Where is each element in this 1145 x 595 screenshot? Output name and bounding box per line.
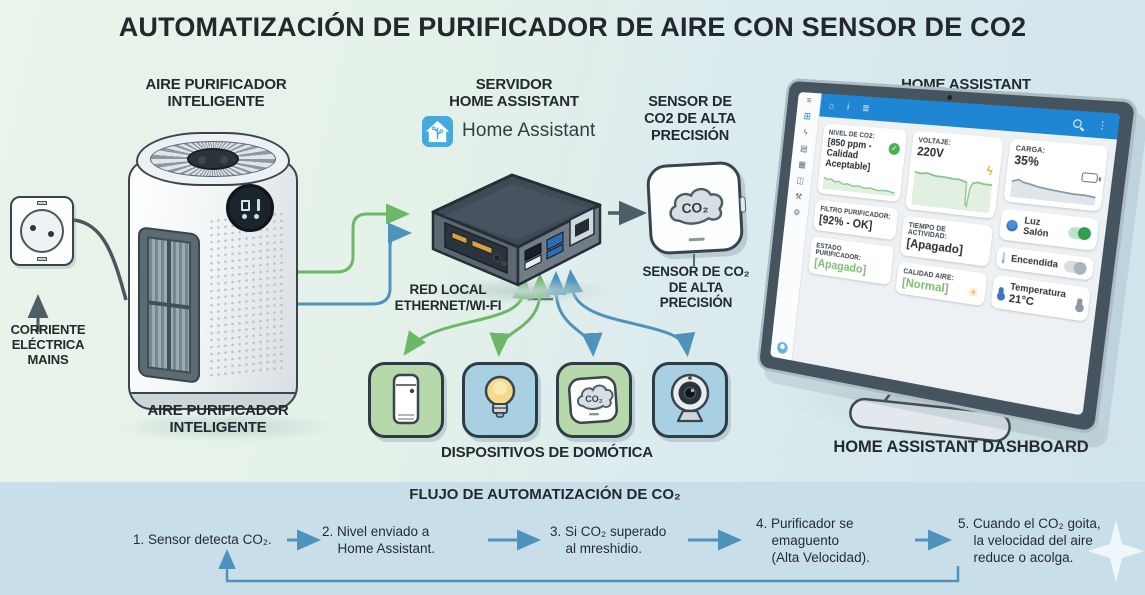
outlet-label: CORRIENTE ELÉCTRICA MAINS — [10, 322, 86, 368]
search-icon[interactable] — [1072, 119, 1082, 129]
bulb-icon — [1005, 219, 1019, 232]
mini-purifier-icon — [392, 373, 420, 425]
card-value: [850 ppm - Calidad Aceptable] — [824, 137, 873, 174]
card-uptime: TIEMPO DE ACTIVIDAD: [Apagado] — [899, 215, 994, 267]
purifier-perforation — [208, 209, 286, 381]
tile-smart-bulb — [462, 362, 538, 438]
cloud-co2-icon: CO₂ — [669, 187, 724, 225]
co2-sensor-device: CO₂ — [645, 160, 747, 256]
webcam-dot-icon — [947, 94, 953, 101]
sensor-label-top: SENSOR DE CO2 DE ALTA PRECISIÓN — [644, 94, 736, 144]
camera-icon — [670, 373, 710, 423]
power-icon — [1001, 252, 1006, 264]
overview-grid-icon[interactable]: ⊞ — [803, 111, 812, 123]
flow-step-4: 4. Purificador se emaguento (Alta Veloci… — [756, 516, 870, 566]
flow-title: FLUJO DE AUTOMATIZACIÓN DE CO₂ — [409, 486, 681, 503]
tile-co2-sensor: CO₂ — [556, 362, 632, 438]
row-label: Luz Salón — [1022, 215, 1050, 240]
sensor-label-bottom: SENSOR DE CO₂ DE ALTA PRECISIÓN — [642, 264, 750, 311]
row-light: Luz Salón — [998, 208, 1100, 252]
flow-step-1: 1. Sensor detecta CO₂. — [133, 532, 272, 547]
info-icon[interactable]: i — [846, 101, 850, 113]
purifier-filter-panel — [138, 226, 200, 384]
usb-port-icon — [524, 242, 542, 262]
card-voltage: VOLTAJE: 220V ϟ — [904, 130, 1004, 220]
addons-icon[interactable]: ◫ — [796, 175, 805, 186]
row-temperature: Temperatura 21°C — [990, 275, 1091, 323]
sensor-side-button — [739, 196, 747, 213]
row-label: Temperatura 21°C — [1008, 281, 1067, 309]
home-assistant-brand: Home Assistant — [422, 114, 622, 148]
air-purifier — [128, 132, 298, 432]
voltage-sparkline — [911, 161, 994, 214]
devices-label: DISPOSITIVOS DE DOMÓTICA — [441, 444, 653, 461]
power-outlet — [10, 196, 74, 266]
fan-grille-icon — [150, 141, 276, 177]
home-icon[interactable]: ⌂ — [828, 100, 835, 112]
logbook-icon[interactable]: ▤ — [799, 143, 808, 154]
dashboard-screen: ≡ ⊞ ϟ ▤ ▦ ◫ ⚒ ⚙ ⌂ i ≣ — [770, 91, 1121, 416]
battery-icon — [1081, 172, 1099, 184]
card-load: CARGA: 35% — [1003, 138, 1109, 213]
toggle-on[interactable] — [1067, 226, 1092, 241]
home-assistant-server — [431, 173, 602, 287]
usb-port-icon — [451, 231, 468, 245]
toggle-off[interactable] — [1063, 260, 1088, 275]
svg-text:CO₂: CO₂ — [681, 199, 709, 216]
temperature-value: 21°C — [1008, 292, 1035, 309]
tile-mini-purifier — [368, 362, 444, 438]
user-avatar[interactable] — [775, 340, 788, 355]
home-assistant-brand-text: Home Assistant — [462, 120, 596, 141]
monitor-bezel: ≡ ⊞ ϟ ▤ ▦ ◫ ⚒ ⚙ ⌂ i ≣ — [756, 77, 1139, 436]
outlet-hole — [48, 231, 54, 237]
card-purifier-state: ESTADO PURIFICADOR: [Apagado] — [808, 236, 895, 286]
light-bulb-icon — [484, 375, 516, 418]
more-options-icon[interactable]: ⋮ — [1096, 119, 1109, 132]
outlet-hole — [30, 225, 36, 231]
network-label: RED LOCAL ETHERNET/WI-FI — [394, 282, 502, 313]
media-icon[interactable]: ▦ — [797, 159, 807, 170]
dashboard-cards: NIVEL DE CO2: [850 ppm - Calidad Aceptab… — [792, 116, 1117, 415]
card-co2-level: NIVEL DE CO2: [850 ppm - Calidad Aceptab… — [816, 123, 908, 202]
usb-port-icon — [471, 239, 493, 255]
history-icon[interactable]: ≣ — [861, 102, 871, 114]
power-button-icon — [493, 254, 501, 262]
page-title: AUTOMATIZACIÓN DE PURIFICADOR DE AIRE CO… — [118, 12, 1027, 42]
row-power: Encendida — [995, 246, 1095, 281]
purifier-base — [130, 392, 296, 408]
tile-camera — [652, 362, 728, 438]
server-label: SERVIDOR HOME ASSISTANT — [449, 76, 579, 111]
home-assistant-logo-icon — [422, 115, 453, 147]
dashboard-main: ⌂ i ≣ ⋮ NIVEL DE CO2: [850 ppm - Calidad… — [792, 93, 1121, 415]
mini-co2-sensor-icon: CO₂ — [568, 375, 618, 425]
monitor: ≡ ⊞ ϟ ▤ ▦ ◫ ⚒ ⚙ ⌂ i ≣ — [756, 77, 1139, 436]
flow-step-5: 5. Cuando el CO₂ goita, la velocidad del… — [958, 516, 1101, 566]
flow-step-2: 2. Nivel enviado a Home Assistant. — [322, 524, 436, 557]
purifier-top-cap — [136, 132, 290, 186]
outlet-socket — [20, 209, 64, 253]
co2-sparkline — [822, 172, 897, 197]
menu-icon[interactable]: ≡ — [806, 95, 812, 106]
card-filter: FILTRO PURIFICADOR: [92% - OK] — [812, 198, 899, 241]
usb3-port-icon — [546, 231, 564, 251]
energy-icon[interactable]: ϟ — [803, 127, 809, 138]
settings-gear-icon[interactable]: ⚙ — [792, 207, 801, 218]
purifier-label-bottom: AIRE PURIFICADOR INTELIGENTE — [147, 402, 289, 437]
outlet-clip-top — [37, 201, 47, 205]
thermometer-icon — [997, 286, 1005, 299]
purifier-display — [226, 184, 274, 232]
row-label: Encendida — [1010, 252, 1059, 270]
flow-step-3: 3. Si CO₂ superado al mreshidio. — [550, 524, 667, 557]
outlet-clip-bottom — [37, 257, 47, 261]
purifier-label-top: AIRE PURIFICADOR INTELIGENTE — [145, 76, 287, 111]
purifier-body — [128, 160, 298, 410]
svg-text:CO₂: CO₂ — [585, 394, 603, 404]
tools-icon[interactable]: ⚒ — [794, 191, 803, 202]
purifier-shadow — [118, 412, 338, 442]
thermometer-icon — [1076, 297, 1083, 311]
card-air-quality: CALIDAD AIRE: [Normal] ☀ — [895, 261, 988, 307]
dashboard-label-bottom: HOME ASSISTANT DASHBOARD — [833, 438, 1089, 456]
